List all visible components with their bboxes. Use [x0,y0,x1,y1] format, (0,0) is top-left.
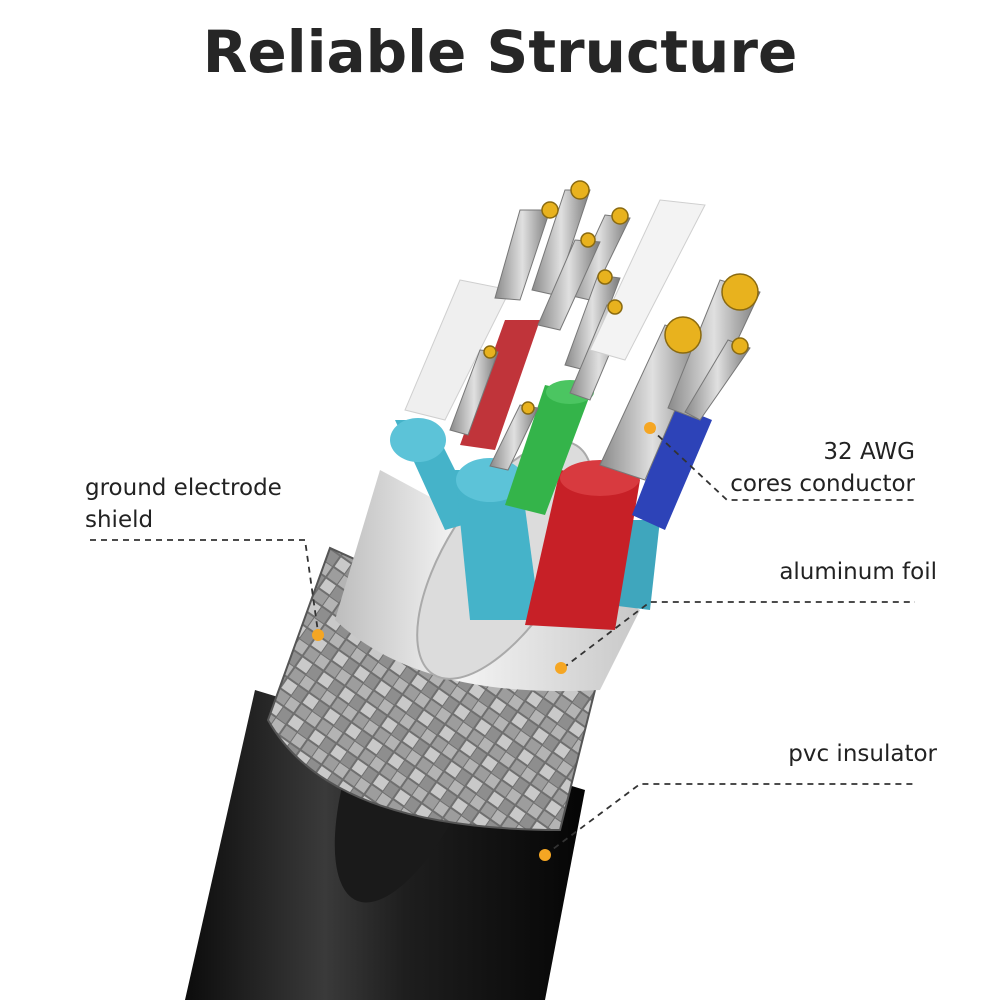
bare-conductors [449,189,761,481]
label-line: shield [85,507,154,533]
label-ground-electrode-shield: ground electrode shield [85,472,282,536]
marker-conductor [644,422,656,434]
white-core [404,279,511,421]
conductor-tips [483,180,759,415]
marker-insulator [539,849,551,861]
marker-foil [555,662,567,674]
callout-lines [90,427,915,856]
page-title: Reliable Structure [202,18,798,86]
callout-markers [312,422,656,861]
label-line: cores conductor [730,471,915,497]
label-aluminum-foil: aluminum foil [779,559,937,585]
red-core-back [460,320,540,450]
label-line: ground electrode [85,475,282,501]
label-cores-conductor: 32 AWG cores conductor [700,436,915,500]
label-pvc-insulator: pvc insulator [788,741,937,767]
blue-core [632,405,712,530]
marker-ground-shield [312,629,324,641]
label-line: 32 AWG [823,439,915,465]
